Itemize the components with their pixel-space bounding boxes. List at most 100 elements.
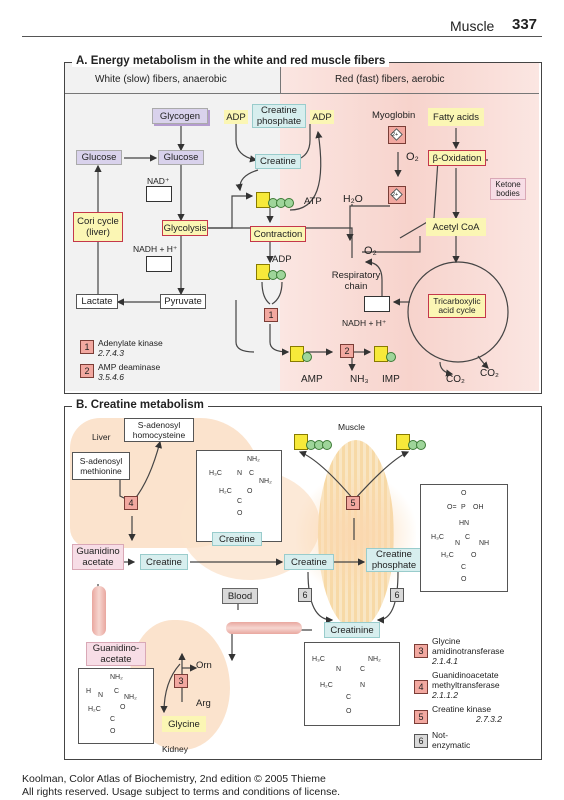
svg-text:HN: HN xyxy=(459,520,469,527)
svg-text:C: C xyxy=(249,470,254,477)
svg-text:O: O xyxy=(461,576,467,583)
node-nh3: NH₃ xyxy=(350,374,369,385)
label-muscle: Muscle xyxy=(338,422,365,432)
enzyme-6-b: 6 xyxy=(390,588,404,602)
page-number: 337 xyxy=(512,16,538,33)
legend-a-1-num: 1 xyxy=(80,340,94,354)
svg-text:O: O xyxy=(471,552,477,559)
footer: Koolman, Color Atlas of Biochemistry, 2n… xyxy=(22,773,340,799)
node-creatine-muscle: Creatine xyxy=(284,554,334,570)
node-guanidino-acetate-liver: Guanidino acetate xyxy=(72,544,124,570)
legend-b-4-ec: 2.1.1.2 xyxy=(432,690,458,700)
svg-text:C: C xyxy=(346,694,351,701)
node-pyruvate: Pyruvate xyxy=(160,294,206,309)
node-o2-b: O₂ xyxy=(364,245,377,257)
svg-text:C: C xyxy=(465,534,470,541)
node-nad: NAD⁺ xyxy=(147,176,170,186)
svg-text:P: P xyxy=(461,504,466,511)
node-blood: Blood xyxy=(222,588,258,604)
nadh2-glyph xyxy=(364,296,390,312)
node-ketone-bodies: Ketone bodies xyxy=(490,178,526,200)
sam-label: S-adenosyl methionine xyxy=(79,456,123,476)
node-h2o: H₂O xyxy=(343,193,363,205)
svg-text:C: C xyxy=(237,498,242,505)
node-creatinine: Creatinine xyxy=(324,622,380,638)
panel-a-header-row xyxy=(65,63,539,94)
svg-text:NH₂: NH₂ xyxy=(124,694,137,701)
legend-b-4-name: Guanidinoacetate methyltransferase xyxy=(432,670,500,690)
svg-text:C: C xyxy=(110,716,115,723)
node-imp: IMP xyxy=(382,374,400,385)
node-glucose-blood: Glucose xyxy=(76,150,122,165)
atp-b-phosphate-3 xyxy=(322,440,332,450)
svg-text:H₂C: H₂C xyxy=(88,706,101,713)
svg-text:C: C xyxy=(360,666,365,673)
legend-b-5-name: Creatine kinase xyxy=(432,704,492,714)
svg-text:NH₂: NH₂ xyxy=(259,478,272,485)
node-nadh-2: NADH + H⁺ xyxy=(342,318,387,328)
node-glycolysis: Glycolysis xyxy=(162,220,208,236)
node-sah: S-adenosyl homocysteine xyxy=(124,418,194,442)
adp-phosphate-2 xyxy=(276,270,286,280)
blood-vessel-horizontal xyxy=(226,622,302,634)
svg-text:H₂C: H₂C xyxy=(219,488,232,495)
label-kidney: Kidney xyxy=(162,744,188,754)
svg-text:O: O xyxy=(247,488,253,495)
legend-b-3-name: Glycine amidinotransferase xyxy=(432,636,505,656)
legend-a-2-num: 2 xyxy=(80,364,94,378)
node-contraction: Contraction xyxy=(250,226,306,242)
adp-b-phosphate-2 xyxy=(416,440,426,450)
svg-text:H₂C: H₂C xyxy=(441,552,454,559)
node-tca: Tricarboxylic acid cycle xyxy=(428,294,486,318)
svg-text:O: O xyxy=(120,704,126,711)
node-sam: S-adenosyl methionine xyxy=(72,452,130,480)
enzyme-6-a: 6 xyxy=(298,588,312,602)
legend-a-2-name: AMP deaminase xyxy=(98,362,161,372)
label-orn: Orn xyxy=(196,660,212,671)
enzyme-3: 3 xyxy=(174,674,188,688)
svg-text:O: O xyxy=(461,490,467,497)
panel-b-title: B. Creatine metabolism xyxy=(72,399,208,411)
node-beta-oxidation: β-Oxidation xyxy=(428,150,486,166)
node-creatine-a: Creatine xyxy=(255,154,301,169)
legend-a-1-name: Adenylate kinase xyxy=(98,338,163,348)
imp-phosphate xyxy=(386,352,396,362)
node-creatine-phosphate: Creatine phosphate xyxy=(252,104,306,128)
svg-text:N: N xyxy=(237,470,242,477)
legend-b-6-name: Not-enzymatic xyxy=(432,730,471,750)
legend-b-3-num: 3 xyxy=(414,644,428,658)
legend-b-6-num: 6 xyxy=(414,734,428,748)
sah-label: S-adenosyl homocysteine xyxy=(132,420,186,440)
node-o2-a: O₂ xyxy=(406,151,419,163)
node-creatine-liver: Creatine xyxy=(140,554,188,570)
nad-glyph xyxy=(146,186,172,202)
legend-b-5-num: 5 xyxy=(414,710,428,724)
fe-label-1: 2+ xyxy=(392,132,399,138)
node-cori-cycle: Cori cycle (liver) xyxy=(73,212,123,242)
legend-a-2-ec: 3.5.4.6 xyxy=(98,372,124,382)
panel-b xyxy=(64,406,542,760)
legend-b-4-num: 4 xyxy=(414,680,428,694)
amp-phosphate xyxy=(302,352,312,362)
panel-a-title: A. Energy metabolism in the white and re… xyxy=(72,55,390,67)
footer-line-2: All rights reserved. Usage subject to te… xyxy=(22,786,341,798)
header-rule xyxy=(22,36,542,37)
node-glycine: Glycine xyxy=(162,716,206,732)
svg-text:NH₂: NH₂ xyxy=(110,674,123,681)
svg-text:NH₂: NH₂ xyxy=(368,656,381,663)
svg-text:OH: OH xyxy=(473,504,484,511)
node-fatty-acids: Fatty acids xyxy=(428,108,484,126)
node-respiratory-chain: Respiratory chain xyxy=(331,270,381,292)
label-arg: Arg xyxy=(196,698,211,709)
svg-text:N: N xyxy=(98,692,103,699)
svg-text:N: N xyxy=(336,666,341,673)
muscle-glow xyxy=(296,470,416,600)
svg-text:H: H xyxy=(86,688,91,695)
node-adp-1: ADP xyxy=(224,110,248,124)
